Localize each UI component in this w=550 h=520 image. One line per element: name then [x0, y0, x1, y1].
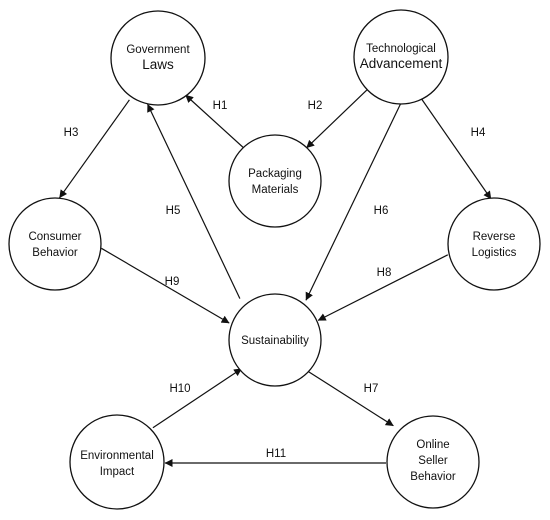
node-label-line: Packaging [248, 168, 302, 180]
node-label-line: Technological [366, 43, 436, 55]
node-packaging-materials: Packaging Materials [228, 134, 322, 228]
node-label-line: Consumer [28, 231, 81, 243]
node-label-line: Laws [142, 57, 174, 72]
edge-label-h5: H5 [166, 205, 181, 217]
node-online-seller-behavior: Online Seller Behavior [386, 415, 480, 509]
edge-label-h7: H7 [364, 383, 379, 395]
edge-label-h8: H8 [377, 267, 392, 279]
node-consumer-behavior: Consumer Behavior [8, 197, 102, 291]
edge-h6 [305, 103, 402, 301]
node-label-line: Government [126, 44, 190, 56]
node-label-line: Logistics [472, 247, 517, 259]
edge-label-h4: H4 [471, 127, 486, 139]
edge-label-h10: H10 [169, 383, 190, 395]
edge-label-h2: H2 [308, 100, 323, 112]
node-label-line: Impact [100, 466, 135, 478]
edge-label-h3: H3 [64, 127, 79, 139]
edge-label-h6: H6 [374, 205, 389, 217]
edge-h1 [185, 94, 247, 151]
edge-label-h9: H9 [165, 276, 180, 288]
edge-h2 [306, 89, 368, 149]
node-label-line: Behavior [32, 247, 78, 259]
edge-label-h1: H1 [213, 100, 228, 112]
node-technological-advancement: Technological Advancement [353, 9, 449, 105]
edge-h5 [147, 103, 241, 299]
edge-label-h11: H11 [266, 448, 286, 460]
node-sustainability: Sustainability [228, 293, 322, 387]
node-label-line: Seller [418, 455, 448, 467]
edge-h8 [317, 254, 449, 321]
node-label-line: Online [416, 439, 449, 451]
node-label-line: Environmental [80, 450, 154, 462]
node-government-laws: Government Laws [110, 10, 206, 106]
node-label-line: Behavior [410, 471, 456, 483]
node-label-line: Sustainability [241, 335, 309, 347]
node-environmental-impact: Environmental Impact [69, 414, 165, 510]
edge-h4 [421, 98, 492, 200]
edge-h7 [308, 371, 394, 427]
node-label-line: Reverse [473, 231, 516, 243]
node-label-line: Advancement [360, 56, 443, 71]
edge-h10 [152, 368, 243, 429]
edge-h9 [101, 247, 230, 324]
node-reverse-logistics: Reverse Logistics [447, 197, 541, 291]
edge-h3 [59, 99, 130, 199]
node-label-line: Materials [252, 184, 299, 196]
